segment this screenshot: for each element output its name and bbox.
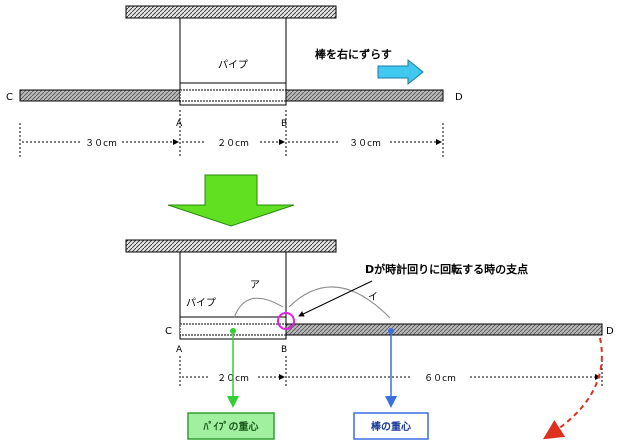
dim-line-top-2: ２０cm (182, 139, 285, 149)
arc-a-label: ア (250, 280, 260, 291)
end-c-top: C (6, 92, 13, 103)
dim-label-top-2: ２０cm (217, 139, 249, 149)
pipe-cog-dot (230, 328, 236, 334)
dim-line-top-1: ３０cm (22, 139, 179, 149)
end-c-bottom: C (165, 326, 172, 337)
rod-bottom-right (285, 323, 603, 336)
rod-top-middle (179, 89, 287, 102)
end-d-bottom: D (606, 326, 614, 337)
arc-a (233, 297, 284, 319)
end-d-top: D (455, 92, 463, 103)
right-arrow-icon (377, 58, 424, 86)
rod-cog-box: 棒の重心 (353, 412, 429, 440)
point-b-top: B (281, 119, 287, 129)
ceiling-top (125, 5, 337, 19)
pipe-label-top: パイプ (218, 59, 248, 71)
dim-line-bottom-2: ６０cm (288, 374, 601, 384)
action-label: 棒を右にずらす (315, 47, 392, 61)
bottom-figure: パイプ C D A B ア イ Dが時計回りに回転する時の支点 ２０cm ６０c… (125, 239, 614, 440)
pivot-ring (277, 312, 295, 330)
pipe-cog-box: ﾊﾟｲﾌﾟの重心 (187, 412, 275, 440)
dim-label-top-1: ３０cm (85, 139, 117, 149)
dim-line-top-3: ３０cm (288, 139, 442, 149)
pivot-label: Dが時計回りに回転する時の支点 (365, 262, 528, 276)
rod-cog-dot (388, 328, 394, 334)
pipe-label-bottom: パイプ (186, 297, 216, 309)
arc-i (288, 286, 391, 319)
point-a-bottom: A (176, 345, 183, 355)
rod-cog-label: 棒の重心 (371, 420, 411, 433)
rotate-arrow-icon (542, 337, 603, 440)
rod-top-right (285, 89, 444, 102)
top-figure: パイプ C D 棒を右にずらす A B ３０cm ２０cm ３０cm (6, 5, 463, 158)
pivot-pointer (298, 280, 373, 317)
pipe-cog-label: ﾊﾟｲﾌﾟの重心 (203, 420, 259, 433)
point-b-bottom: B (281, 345, 287, 355)
down-arrow-icon (167, 174, 295, 227)
rod-top-left (19, 89, 181, 102)
dim-label-top-3: ３０cm (349, 139, 381, 149)
dim-label-bottom-2: ６０cm (424, 374, 456, 384)
arc-i-label: イ (368, 292, 378, 303)
ceiling-bottom (125, 239, 337, 253)
